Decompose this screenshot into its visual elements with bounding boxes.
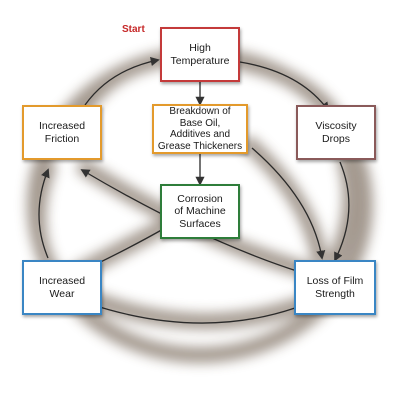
arrow-friction-to-hightemp <box>84 57 160 106</box>
arrow-breakdown-to-lossfilm <box>251 147 326 260</box>
node-corrosion: Corrosion of Machine Surfaces <box>160 184 240 239</box>
node-viscosity-drops: Viscosity Drops <box>296 105 376 160</box>
arrow-hightemp-to-viscosity <box>239 61 330 112</box>
node-increased-friction: Increased Friction <box>22 105 102 160</box>
arrow-wear-to-friction <box>38 168 50 259</box>
arrow-viscosity-to-lossfilm <box>334 161 350 262</box>
node-breakdown: Breakdown of Base Oil, Additives and Gre… <box>152 104 248 154</box>
start-label: Start <box>122 24 145 35</box>
arrow-lossfilm-to-wear <box>88 301 296 324</box>
node-loss-of-film-strength: Loss of Film Strength <box>294 260 376 315</box>
node-increased-wear: Increased Wear <box>22 260 102 315</box>
node-high-temperature: High Temperature <box>160 27 240 82</box>
